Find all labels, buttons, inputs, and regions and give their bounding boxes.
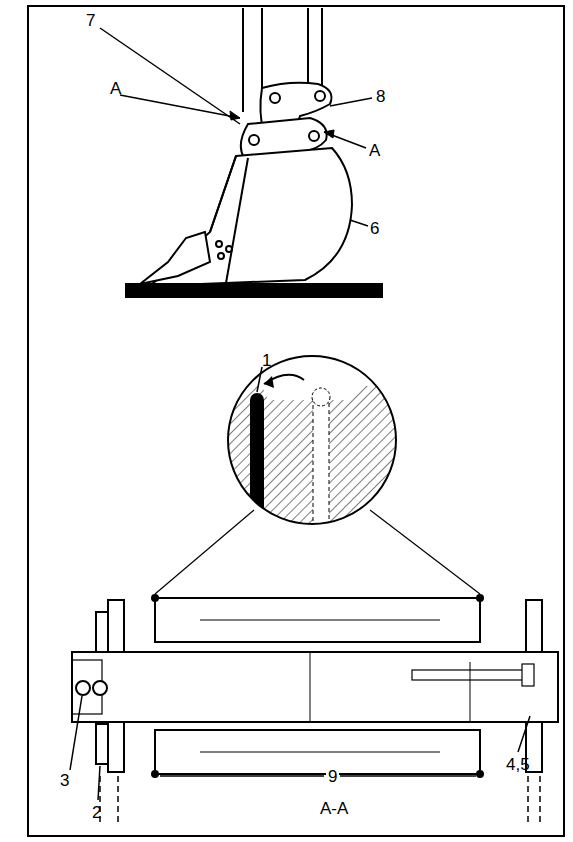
callout-number: 1 [262, 352, 271, 369]
frame [28, 6, 564, 836]
callout-number: 7 [86, 12, 95, 29]
callout-number: 4,5 [506, 756, 530, 773]
callout-number: 6 [370, 220, 379, 237]
callout-number: 9 [326, 768, 339, 785]
callout-number: 3 [60, 772, 69, 789]
callout-number: 2 [92, 804, 101, 821]
callout-number: 8 [376, 88, 385, 105]
section-view [72, 598, 558, 774]
leaders [70, 696, 540, 822]
callout-number: A [110, 80, 121, 97]
weld-detail [155, 350, 480, 594]
callout-number: A-A [318, 800, 350, 817]
ground [125, 283, 383, 298]
bucket-view [100, 8, 372, 286]
weld-dots [151, 594, 484, 778]
callout-number: A [369, 142, 380, 159]
